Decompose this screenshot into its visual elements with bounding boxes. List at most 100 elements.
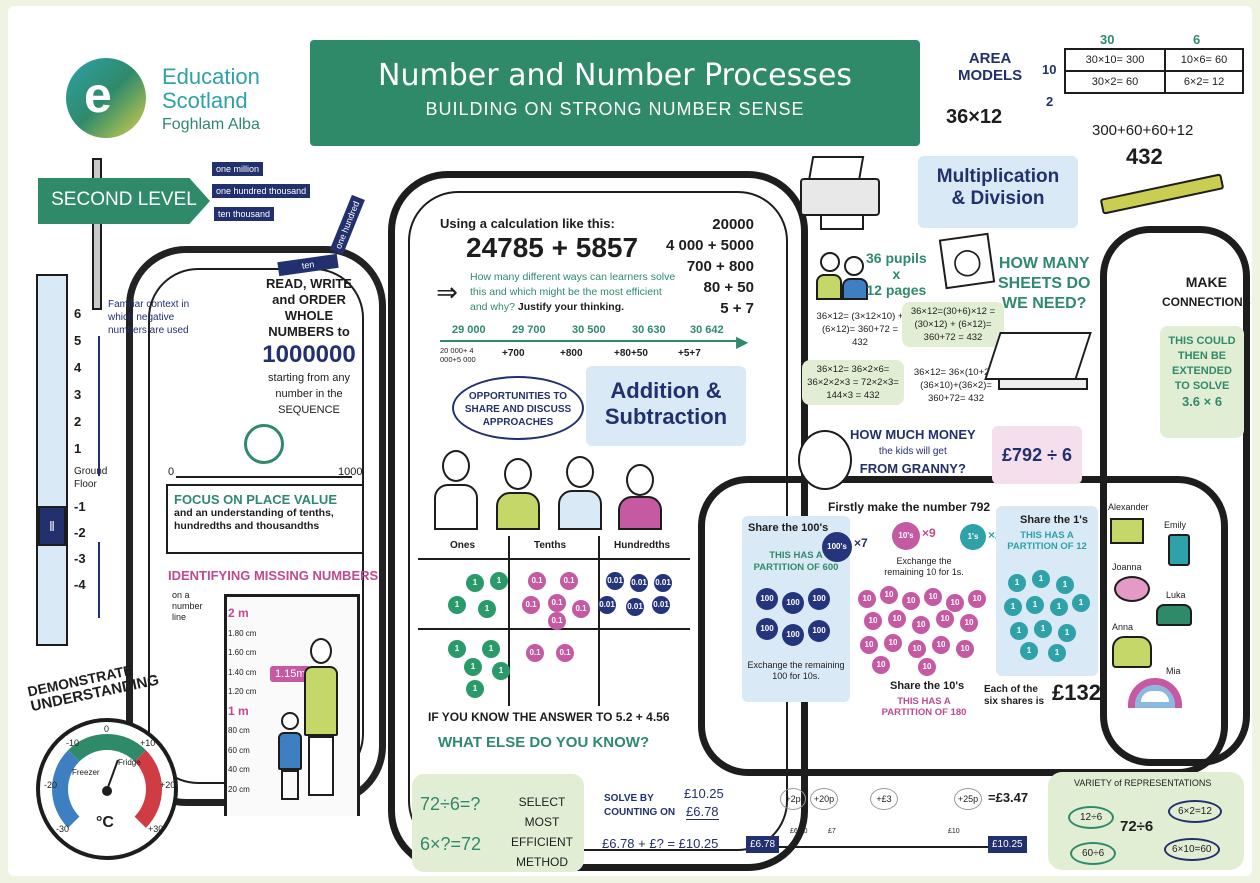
signpost-pole [92,158,102,310]
place-value-title: FOCUS ON PLACE VALUE [174,492,337,507]
line-start-label: 0 [168,466,175,478]
counter-hundred: 100 [756,618,778,640]
logo-line2: Scotland [162,88,248,113]
scale-mark: 1 m [228,703,249,718]
counter-ten: 10 [918,658,936,676]
question-5-2: IF YOU KNOW THE ANSWER TO 5.2 + 4.56 [428,710,670,724]
money-question: HOW MUCH MONEY the kids will get FROM GR… [850,426,976,477]
partition-12: THIS HAS A PARTITION OF 12 [1007,530,1087,552]
tag-one-hundred: one hundred [329,195,365,255]
lightbulb-icon: ◯ [938,232,996,290]
kid-name: Alexander [1108,502,1149,512]
mult-9: ×9 [922,526,936,540]
sub-top: £10.25 [684,786,724,801]
floor-label: 2 [74,414,82,429]
piggy-bank-icon [1114,576,1150,602]
chip-tens: 10's [892,522,920,550]
what-else: WHAT ELSE DO YOU KNOW? [438,734,650,751]
elephant-icon [1112,636,1152,668]
rainbow-icon [1128,678,1182,708]
big-number: 1000000 [262,341,356,368]
area-col-header-30: 30 [1100,32,1115,47]
area-models-title: AREA MODELS [958,50,1022,84]
dial-tick: -10 [66,738,80,748]
addition-title-box: Addition & Subtraction [586,366,746,446]
number-line-1000 [176,468,352,478]
counter-one: 1 [490,572,508,590]
counter-ten: 10 [946,594,964,612]
area-row-header-10: 10 [1042,62,1057,77]
down-arrow-icon [98,542,100,618]
line-step: 20 000+ 4 000+5 000 [440,346,476,364]
counter-unit: 1 [1010,622,1028,640]
counter-unit: 1 [1026,596,1044,614]
counter-ten: 10 [858,590,876,608]
line-value: 30 642 [690,324,724,336]
result-pre: Each of the six shares is [984,684,1045,707]
pencil-icon [1099,173,1225,215]
counter-tenth: 0.1 [548,612,566,630]
counter-unit: 1 [1048,644,1066,662]
extend-text: THIS COULD THEN BE EXTENDED TO SOLVE [1168,335,1236,392]
dial-tick: +20 [160,780,176,790]
addition-question: How many different ways can learners sol… [470,270,682,315]
mult-7: ×7 [854,536,868,550]
counter-unit: 1 [1004,598,1022,616]
page-subtitle: BUILDING ON STRONG NUMBER SENSE [425,99,805,119]
line-step: +700 [502,348,525,359]
scale-mark: 1.80 cm [228,628,257,638]
negative-context-text: Familiar context in which negative numbe… [108,299,190,336]
line-mark: £7 [828,828,836,835]
counter-ten: 10 [912,616,930,634]
division-box: £792 ÷ 6 [992,426,1082,484]
lift-shaft [36,274,68,646]
addition-number-line [440,340,740,342]
method-3: 36×12= 36×2×6= 36×2×2×3 = 72×2×3= 144×3 … [802,360,904,405]
extend-problem: 3.6 × 6 [1181,394,1223,409]
sub-bottom: £6.78 [686,804,719,820]
temperature-dial [36,718,178,860]
second-level-sign: SECOND LEVEL [38,178,210,224]
area-sum: 300+60+60+12 [1092,122,1194,139]
share-1-label: Share the 1's [1020,514,1089,526]
share-10-label: Share the 10's [890,680,965,692]
kid-name: Mia [1166,666,1181,676]
addition-title-line2: Subtraction [604,404,728,429]
counter-ten: 10 [936,610,954,628]
counter-hundred: 100 [782,592,804,614]
counter-ten: 10 [880,586,898,604]
scale-mark: 40 cm [228,765,250,774]
counter-one: 1 [448,640,466,658]
kid-name: Emily [1164,520,1186,530]
logo-line1: Education [162,64,260,89]
variety-title: VARIETY of REPRESENTATIONS [1074,778,1212,788]
counter-tenth: 0.1 [522,596,540,614]
scale-mark: 80 cm [228,726,250,735]
counter-one: 1 [492,662,510,680]
floor-label: Ground Floor [74,466,108,490]
line-mark: £10 [948,828,960,835]
how-many-line1: HOW MANY [998,255,1090,272]
counter-one: 1 [466,680,484,698]
line-end-box: £10.25 [988,836,1027,853]
money-line3: FROM GRANNY? [859,461,966,476]
partition-row: 5 + 7 [720,300,754,317]
kid-name: Anna [1112,622,1134,632]
column-header-hundredths: Hundredths [614,540,671,551]
counter-unit: 1 [1020,642,1038,660]
height-scale: 2 m 1.80 cm 1.60 cm 1.40 cm 1.20 cm 1 m … [228,604,268,799]
addition-question-text: How many different ways can learners sol… [470,271,676,313]
area-answer: 432 [1126,144,1163,169]
counter-hundred: 100 [756,588,778,610]
scale-mark: 20 cm [228,784,250,794]
addition-calc: 24785 + 5857 [466,232,639,263]
line-start-box: £6.78 [746,836,780,853]
variety-item: 12÷6 [1068,806,1115,829]
chip-hundreds: 100's [822,532,852,562]
dial-tick: -20 [44,780,58,790]
place-value-box: FOCUS ON PLACE VALUE and an understandin… [166,484,364,554]
counter-unit: 1 [1034,620,1052,638]
floor-list: 6 5 4 3 2 1 Ground Floor -1 -2 -3 -4 [74,306,124,603]
pupils-line1: 36 pupils [866,250,927,266]
